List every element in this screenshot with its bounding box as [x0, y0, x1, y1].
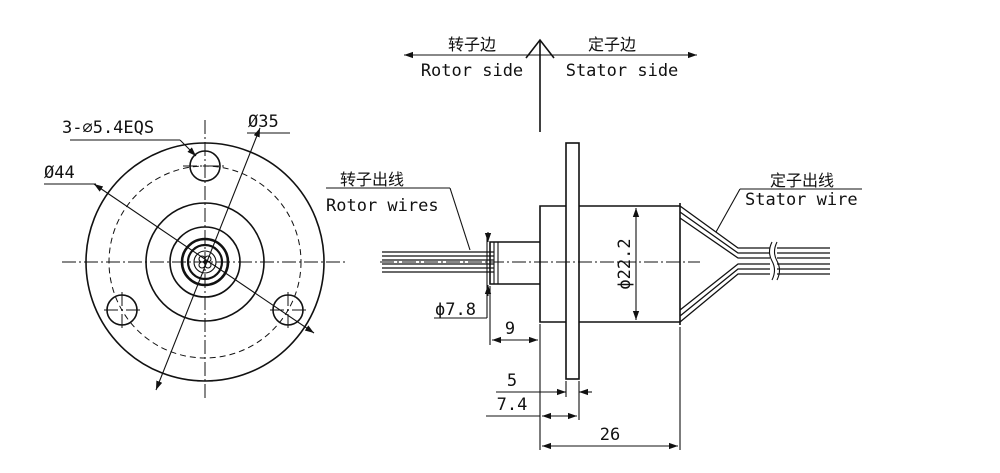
dim-9-label: 9 [505, 319, 515, 339]
rotor-wires-en-label: Rotor wires [326, 196, 439, 216]
holes-label: 3-⌀5.4EQS [62, 118, 154, 138]
holes-leader [179, 139, 197, 157]
stator-wires-en-label: Stator wire [745, 190, 858, 210]
stator-side-en-label: Stator side [566, 61, 679, 81]
wire-break-mark [773, 241, 781, 281]
outer-dia-dimension-line [93, 183, 315, 334]
wire-3 [198, 261, 206, 269]
shaft-dia-label: ϕ7.8 [435, 300, 476, 320]
outer-dia-label: Ø44 [44, 163, 75, 183]
dim-5-label: 5 [507, 371, 517, 391]
body-dia-label: ϕ22.2 [615, 238, 635, 289]
pcd-dimension-line [155, 127, 261, 391]
wire-break-mark [768, 241, 776, 281]
rotor-side-en-label: Rotor side [421, 61, 523, 81]
stator-side-cn-label: 定子边 [588, 35, 636, 54]
side-view: 转子出线 Rotor wires 定子出线 Stator wire ϕ22.2 … [326, 142, 862, 450]
rotor-side-cn-label: 转子边 [448, 35, 496, 54]
rotor-wires [382, 251, 494, 273]
stator-wires-cn-label: 定子出线 [770, 171, 834, 190]
rotor-wires-leader [449, 187, 471, 251]
flange [565, 142, 580, 380]
stator-wires-leader [715, 188, 741, 233]
body [539, 203, 681, 325]
front-view: 3-⌀5.4EQS Ø35 Ø44 [44, 112, 348, 400]
dim-7-4-label: 7.4 [497, 395, 528, 415]
dim-26-label: 26 [600, 425, 620, 445]
rotor-wires-cn-label: 转子出线 [340, 170, 404, 189]
rotor-shaft [489, 241, 540, 285]
stator-wires [679, 205, 830, 323]
direction-indicator: 转子边 Rotor side 定子边 Stator side [404, 35, 697, 132]
pcd-label: Ø35 [248, 112, 279, 132]
